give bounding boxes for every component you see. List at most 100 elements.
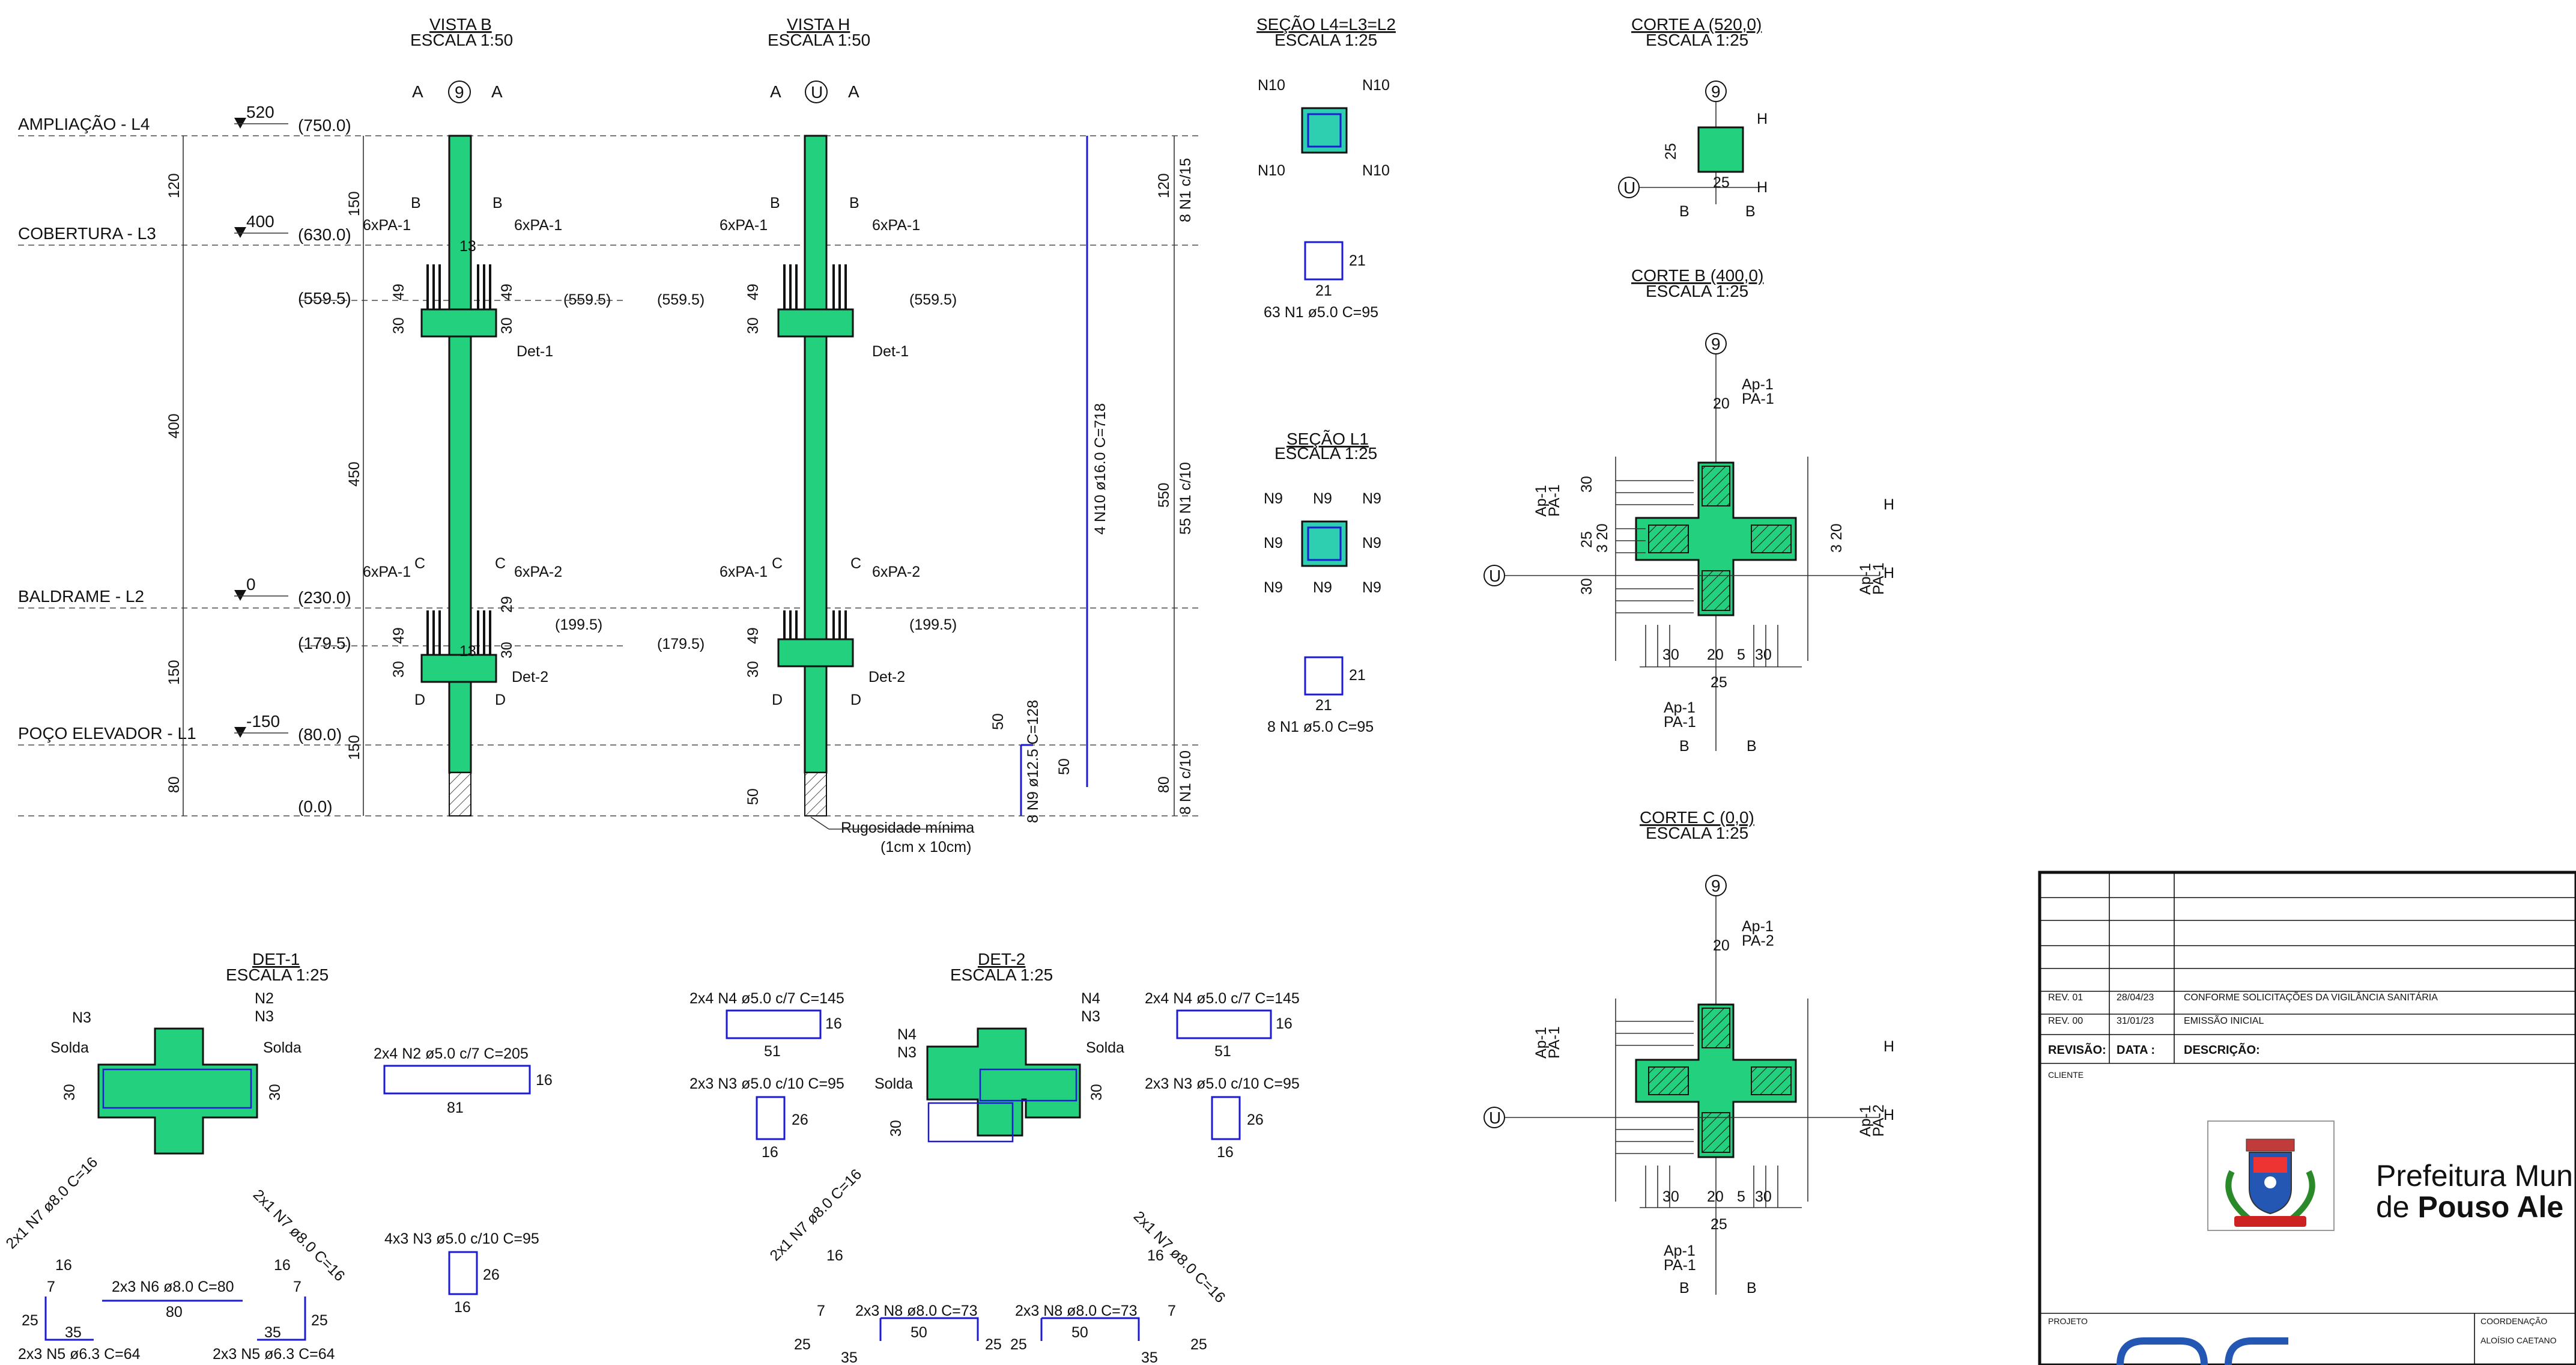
svg-text:PA-1: PA-1 xyxy=(1870,562,1887,595)
svg-text:ALOÍSIO CAETANO: ALOÍSIO CAETANO xyxy=(2481,1336,2557,1345)
org-name-line2: de Pouso Ale xyxy=(2376,1190,2563,1224)
svg-text:25: 25 xyxy=(22,1312,38,1329)
svg-text:5: 5 xyxy=(1737,1188,1745,1205)
svg-text:50: 50 xyxy=(1056,758,1073,775)
svg-text:30: 30 xyxy=(1662,1188,1679,1205)
corte-b: CORTE B (400,0) ESCALA 1:25 9 U Ap-1 PA-… xyxy=(1483,266,1894,755)
svg-text:35: 35 xyxy=(841,1349,858,1365)
svg-text:35: 35 xyxy=(264,1324,281,1341)
svg-text:30: 30 xyxy=(1578,578,1595,595)
vista-b: VISTA B ESCALA 1:50 9 A A 6xPA-1 6xPA-1 … xyxy=(363,15,611,816)
svg-text:Solda: Solda xyxy=(1086,1039,1124,1056)
svg-text:5: 5 xyxy=(1737,646,1745,663)
svg-text:3 20: 3 20 xyxy=(1594,523,1611,553)
svg-text:Det-2: Det-2 xyxy=(868,669,905,686)
svg-text:20: 20 xyxy=(1713,395,1730,412)
svg-text:Ap-1: Ap-1 xyxy=(1533,1027,1550,1059)
svg-text:9: 9 xyxy=(1711,335,1721,353)
svg-text:31/01/23: 31/01/23 xyxy=(2117,1016,2154,1026)
svg-text:63 N1 ø5.0 C=95: 63 N1 ø5.0 C=95 xyxy=(1264,304,1378,321)
svg-text:Ap-1: Ap-1 xyxy=(1664,1242,1696,1259)
svg-text:DESCRIÇÃO:: DESCRIÇÃO: xyxy=(2184,1043,2260,1057)
svg-text:B: B xyxy=(1679,738,1690,755)
svg-text:25: 25 xyxy=(1713,174,1730,191)
svg-text:COORDENAÇÃO: COORDENAÇÃO xyxy=(2481,1316,2547,1326)
svg-text:N10: N10 xyxy=(1258,77,1285,94)
svg-text:30: 30 xyxy=(390,317,407,334)
svg-text:26: 26 xyxy=(483,1266,500,1283)
svg-text:C: C xyxy=(850,555,861,572)
svg-text:8 N1 c/10: 8 N1 c/10 xyxy=(1177,750,1194,815)
svg-text:PA-1: PA-1 xyxy=(1546,484,1563,517)
svg-text:N3: N3 xyxy=(1081,1008,1100,1025)
svg-text:20: 20 xyxy=(1707,646,1724,663)
svg-text:Det-1: Det-1 xyxy=(517,343,553,360)
level-name-l3: COBERTURA - L3 xyxy=(18,224,156,243)
svg-text:49: 49 xyxy=(390,284,407,300)
svg-text:DET-1: DET-1 xyxy=(252,950,300,968)
elev-80: (80.0) xyxy=(298,725,342,744)
svg-text:16: 16 xyxy=(536,1072,553,1089)
svg-text:(559.5): (559.5) xyxy=(563,291,611,308)
pillar-body-h xyxy=(804,135,828,774)
svg-text:CONFORME SOLICITAÇÕES DA VIGIL: CONFORME SOLICITAÇÕES DA VIGILÂNCIA SANI… xyxy=(2184,991,2438,1003)
svg-text:30: 30 xyxy=(1578,476,1595,493)
svg-text:N9: N9 xyxy=(1313,579,1332,596)
svg-text:ESCALA 1:25: ESCALA 1:25 xyxy=(1646,31,1748,49)
svg-text:PA-1: PA-1 xyxy=(1664,714,1696,731)
svg-text:30: 30 xyxy=(1755,646,1772,663)
svg-text:U: U xyxy=(1623,178,1635,197)
svg-text:6xPA-2: 6xPA-2 xyxy=(872,564,920,580)
svg-text:ESCALA 1:25: ESCALA 1:25 xyxy=(950,965,1053,984)
svg-text:20: 20 xyxy=(1707,1188,1724,1205)
svg-text:N9: N9 xyxy=(1313,490,1332,507)
level-triangle-icon xyxy=(234,118,246,738)
vista-h-scale: ESCALA 1:50 xyxy=(768,31,870,49)
svg-text:Ap-1: Ap-1 xyxy=(1742,376,1774,393)
svg-text:CORTE A (520,0): CORTE A (520,0) xyxy=(1631,15,1762,34)
svg-text:30: 30 xyxy=(745,317,762,334)
svg-text:25: 25 xyxy=(1711,674,1727,691)
svg-text:D: D xyxy=(414,692,425,708)
svg-text:2x1 N7 ø8.0 C=16: 2x1 N7 ø8.0 C=16 xyxy=(2,1154,101,1252)
pillar-base-hatch-h xyxy=(804,772,827,816)
svg-text:H: H xyxy=(1757,111,1768,127)
axis-9-marker xyxy=(448,81,471,103)
plate-top xyxy=(420,308,497,338)
svg-text:(199.5): (199.5) xyxy=(555,616,602,633)
svg-text:49: 49 xyxy=(745,284,762,300)
corte-a: CORTE A (520,0) ESCALA 1:25 9 U H H 25 2… xyxy=(1618,15,1768,220)
svg-text:H: H xyxy=(1884,1038,1894,1055)
vista-h-title: VISTA H xyxy=(787,15,850,34)
svg-text:N9: N9 xyxy=(1264,535,1283,552)
svg-text:51: 51 xyxy=(1214,1043,1231,1060)
svg-text:7: 7 xyxy=(47,1278,55,1295)
svg-text:A: A xyxy=(412,82,423,101)
svg-text:150: 150 xyxy=(166,660,183,685)
svg-text:A: A xyxy=(770,82,781,101)
svg-text:SEÇÃO L1: SEÇÃO L1 xyxy=(1286,430,1369,448)
svg-text:30: 30 xyxy=(888,1120,905,1137)
axis-u-marker xyxy=(805,81,828,103)
svg-text:25: 25 xyxy=(794,1336,811,1353)
svg-text:PA-1: PA-1 xyxy=(1742,391,1774,407)
secao-l4: SEÇÃO L4=L3=L2 ESCALA 1:25 N10 N10 N10 N… xyxy=(1256,15,1396,321)
svg-text:21: 21 xyxy=(1315,697,1332,714)
level-name-l1: POÇO ELEVADOR - L1 xyxy=(18,724,196,743)
svg-text:16: 16 xyxy=(1217,1144,1234,1161)
svg-text:550: 550 xyxy=(1156,482,1172,508)
svg-text:N4: N4 xyxy=(897,1026,917,1043)
svg-text:PA-2: PA-2 xyxy=(1742,932,1774,949)
svg-text:4 N10 ø16.0 C=718: 4 N10 ø16.0 C=718 xyxy=(1092,403,1109,535)
rev01-label: REV. 01 xyxy=(2048,993,2083,1003)
svg-text:Rugosidade mínima: Rugosidade mínima xyxy=(841,819,974,836)
level-name-l4: AMPLIAÇÃO - L4 xyxy=(18,115,150,133)
det-2: DET-2 ESCALA 1:25 N4 N3 N4 N3 Solda Sold… xyxy=(689,950,1300,1365)
svg-text:6xPA-2: 6xPA-2 xyxy=(514,564,562,580)
svg-text:2x3 N3 ø5.0 c/10 C=95: 2x3 N3 ø5.0 c/10 C=95 xyxy=(1145,1075,1300,1092)
svg-text:N3: N3 xyxy=(72,1009,91,1026)
elev-230: (230.0) xyxy=(298,588,351,607)
svg-text:49: 49 xyxy=(390,627,407,644)
svg-text:D: D xyxy=(495,692,506,708)
svg-text:N9: N9 xyxy=(1264,579,1283,596)
